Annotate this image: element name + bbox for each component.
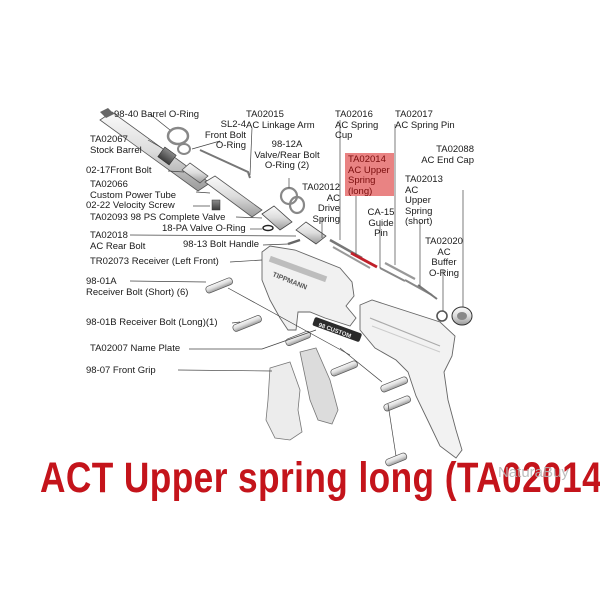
spring-pin bbox=[384, 262, 416, 280]
label-line: (short) bbox=[405, 216, 433, 227]
product-title: ACT Upper spring long (TA02014) bbox=[40, 454, 600, 502]
valve-oring bbox=[262, 224, 274, 232]
front-bolt bbox=[181, 162, 209, 184]
label-line: AC Spring bbox=[335, 119, 379, 131]
label-line: TA02017 bbox=[395, 109, 433, 120]
label-line: Spring bbox=[405, 205, 433, 217]
label-ca15: CA-15 Guide Pin bbox=[362, 207, 400, 240]
label-line: Front Bolt bbox=[204, 129, 246, 141]
label-ta02016: TA02016 AC Spring Cup bbox=[335, 109, 379, 142]
highlighted-part-label: TA02014 AC Upper Spring (long) bbox=[345, 153, 394, 196]
label-line: SL2-4 bbox=[220, 119, 246, 130]
label-line: AC Linkage Arm bbox=[246, 119, 315, 131]
label-velocity-screw: 02-22 Velocity Screw bbox=[86, 200, 175, 211]
label-line: AC bbox=[326, 192, 340, 204]
velocity-screw bbox=[211, 199, 221, 211]
label-ta02066: TA02066 Custom Power Tube bbox=[90, 179, 177, 201]
stock-barrel bbox=[99, 108, 211, 192]
label-line: Guide bbox=[368, 217, 394, 229]
label-line: TA02013 bbox=[405, 174, 443, 185]
leader-lines bbox=[129, 113, 464, 457]
label-line: Buffer bbox=[431, 257, 457, 268]
label-line: (long) bbox=[348, 185, 373, 197]
label-9812a: 98-12A Valve/Rear Bolt O-Ring (2) bbox=[252, 139, 322, 172]
bolt-handle bbox=[287, 238, 301, 246]
label-line: CA-15 bbox=[367, 207, 395, 218]
label-ta02088: TA02088 AC End Cap bbox=[410, 144, 474, 166]
complete-valve bbox=[261, 205, 293, 231]
label-line: TA02012 bbox=[302, 182, 340, 193]
label-9801b: 98-01B Receiver Bolt (Long)(1) bbox=[86, 317, 218, 328]
label-ta02017: TA02017 AC Spring Pin bbox=[395, 109, 455, 131]
label-receiver-left: TR02073 Receiver (Left Front) bbox=[90, 256, 219, 267]
upper-spring-long-highlight bbox=[350, 251, 378, 269]
front-bolt-oring bbox=[177, 143, 191, 155]
label-line: Valve/Rear Bolt bbox=[254, 149, 320, 161]
label-line: AC Spring Pin bbox=[395, 119, 455, 131]
label-line: 98-01A bbox=[86, 276, 117, 287]
label-line: Pin bbox=[374, 228, 388, 239]
spring-cup bbox=[332, 246, 371, 269]
label-line: Upper bbox=[405, 195, 431, 206]
label-valve-oring: 18-PA Valve O-Ring bbox=[162, 223, 246, 234]
label-line: Cup bbox=[335, 130, 353, 141]
label-line: TA02015 bbox=[246, 109, 284, 120]
label-line: TA02018 bbox=[90, 230, 128, 241]
label-ta02020: TA02020 AC Buffer O-Ring bbox=[420, 236, 468, 279]
label-line: Receiver Bolt (Short) (6) bbox=[86, 286, 189, 298]
label-line: TA02014 bbox=[348, 154, 386, 165]
label-line: Drive bbox=[317, 203, 340, 214]
label-9801a: 98-01A Receiver Bolt (Short) (6) bbox=[86, 276, 189, 298]
label-line: 98-12A bbox=[271, 139, 303, 150]
label-line: Custom Power Tube bbox=[90, 189, 177, 201]
label-line: AC bbox=[437, 246, 451, 258]
label-sl24: SL2-4 Front Bolt O-Ring bbox=[190, 119, 246, 152]
label-line: Spring bbox=[312, 213, 340, 225]
label-line: AC End Cap bbox=[421, 154, 474, 166]
barrel-oring bbox=[166, 126, 190, 146]
label-line: AC bbox=[405, 184, 419, 196]
label-line: O-Ring bbox=[215, 140, 246, 151]
label-line: O-Ring (2) bbox=[264, 160, 310, 171]
rear-bolt bbox=[295, 221, 327, 245]
receiver-right bbox=[359, 299, 463, 459]
label-front-grip: 98-07 Front Grip bbox=[86, 365, 156, 376]
end-cap bbox=[451, 306, 473, 326]
linkage-arm bbox=[199, 149, 251, 179]
front-grip bbox=[265, 347, 339, 441]
label-front-bolt: 02-17Front Bolt bbox=[86, 165, 152, 176]
label-line: TA02020 bbox=[425, 236, 463, 247]
label-line: TA02067 bbox=[90, 134, 128, 145]
label-line: Stock Barrel bbox=[90, 144, 142, 156]
power-tube bbox=[204, 175, 263, 218]
spring-pin-2 bbox=[417, 284, 438, 300]
label-line: AC Upper bbox=[348, 164, 390, 176]
label-ps-valve: TA02093 98 PS Complete Valve bbox=[90, 212, 226, 223]
label-barrel-oring: 98-40 Barrel O-Ring bbox=[114, 109, 200, 120]
label-line: TA02066 bbox=[90, 179, 128, 190]
label-ta02012: TA02012 AC Drive Spring bbox=[290, 182, 340, 225]
watermark: NaturaBuy bbox=[498, 464, 569, 481]
label-line: O-Ring bbox=[428, 267, 460, 279]
receiver-bolts bbox=[205, 277, 411, 467]
label-name-plate: TA02007 Name Plate bbox=[90, 343, 181, 354]
label-ta02067: TA02067 Stock Barrel bbox=[90, 134, 142, 156]
label-ta02015: TA02015 AC Linkage Arm bbox=[246, 109, 315, 131]
label-ta02013: TA02013 AC Upper Spring (short) bbox=[405, 174, 443, 228]
label-line: TA02016 bbox=[335, 109, 373, 120]
rear-bolt-oring-2 bbox=[288, 195, 306, 215]
label-line: AC Rear Bolt bbox=[90, 240, 146, 252]
buffer-oring bbox=[436, 310, 448, 322]
label-line: Spring bbox=[348, 175, 376, 186]
label-ta02018: TA02018 AC Rear Bolt bbox=[90, 230, 146, 252]
receiver-left-front: TIPPMANN bbox=[261, 245, 357, 331]
guide-pin bbox=[379, 267, 406, 282]
label-bolt-handle: 98-13 Bolt Handle bbox=[183, 239, 260, 250]
label-line: TA02088 bbox=[436, 144, 474, 155]
